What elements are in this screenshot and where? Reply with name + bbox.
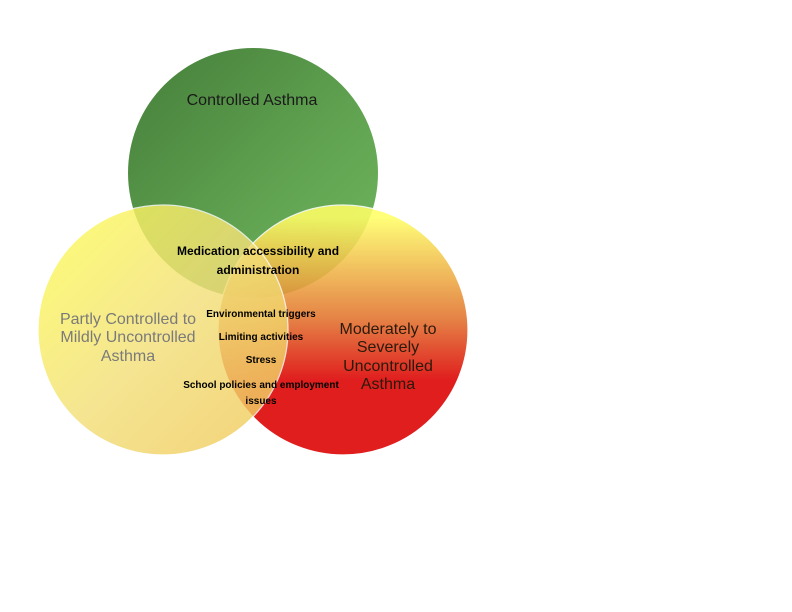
center-item-school-policies: School policies and employment issues: [183, 380, 339, 407]
partly-controlled-label: Partly Controlled to Mildly Uncontrolled…: [59, 311, 197, 365]
moderately-severely-uncontrolled-label: Moderately to Severely Uncontrolled Asth…: [339, 321, 437, 394]
center-item-limiting-activities: Limiting activities: [218, 332, 304, 343]
medication-overlap-label: Medication accessibility and administrat…: [176, 244, 340, 278]
circle-partly-controlled: [37, 204, 289, 456]
controlled-asthma-label: Controlled Asthma: [186, 92, 318, 109]
center-item-stress: Stress: [245, 355, 277, 366]
center-item-environmental-triggers: Environmental triggers: [206, 309, 316, 320]
